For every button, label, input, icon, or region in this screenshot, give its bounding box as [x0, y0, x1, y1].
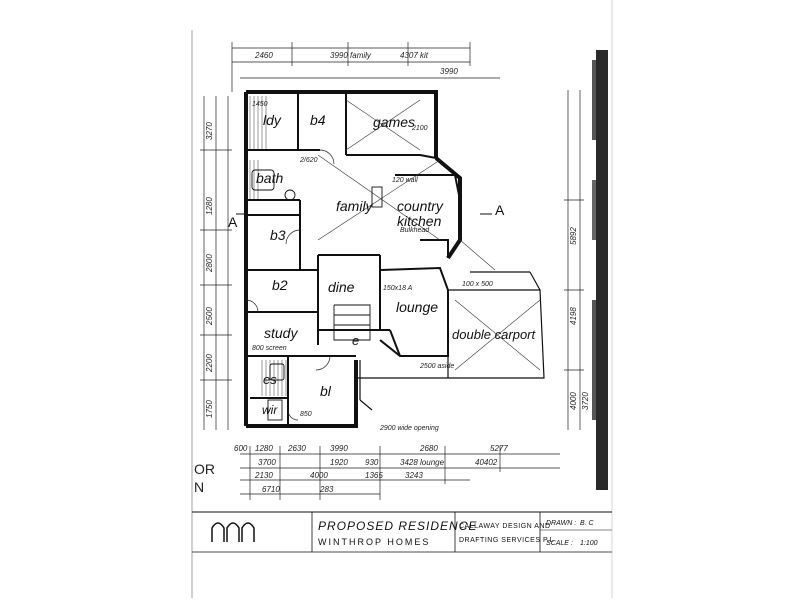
room-games: games — [373, 114, 415, 130]
svg-text:150x18 A: 150x18 A — [383, 285, 413, 292]
room-kitchen: kitchen — [397, 213, 442, 229]
robe-shelf-icon — [267, 399, 283, 421]
ceiling-lines — [317, 99, 541, 371]
bottom-dimension-labels: 600 1280 2630 3990 2680 5277 3700 1920 9… — [234, 444, 508, 494]
title-block-title: PROPOSED RESIDENCE — [318, 519, 477, 533]
carport-outline — [356, 271, 545, 411]
edge-fragment-2: N — [194, 479, 204, 495]
plan-notes: 2/620 1450 2100 120 wall Bulkhead 150x18… — [252, 101, 493, 432]
section-marker-right: A — [495, 202, 505, 218]
top-dimension-labels: 2460 3990 family 4307 kit 3990 — [254, 51, 458, 76]
section-marker-left: A — [228, 214, 238, 230]
toilet-icon — [284, 189, 296, 201]
room-ensuite: es — [263, 372, 277, 387]
dim-bottom-4-1: 283 — [319, 485, 334, 494]
dim-bottom-3-1: 4000 — [310, 471, 328, 480]
dim-bottom-1-4: 2680 — [419, 444, 438, 453]
dim-bottom-1-0: 600 — [234, 444, 248, 453]
room-study: study — [264, 325, 298, 341]
room-b3: b3 — [270, 227, 286, 243]
svg-text:120 wall: 120 wall — [392, 177, 418, 184]
left-dimension-labels: 3270 1280 2800 2500 2200 1750 — [205, 122, 214, 418]
bath-tub-icon — [251, 169, 275, 191]
dim-bottom-2-0: 3700 — [258, 458, 276, 467]
dim-left-5: 2200 — [205, 354, 214, 373]
company-logo-icon — [211, 522, 255, 542]
dim-right-4: 3720 — [581, 392, 590, 410]
svg-text:1450: 1450 — [252, 101, 268, 108]
room-bath: bath — [256, 170, 283, 186]
dim-left-6: 1750 — [205, 400, 214, 418]
fixtures — [251, 169, 383, 421]
right-dimension-lines — [564, 90, 584, 430]
dim-top-3: 4307 kit — [400, 51, 429, 60]
dim-top-2: 3990 family — [330, 51, 372, 60]
outer-walls — [244, 90, 462, 428]
dim-bottom-2-1: 1920 — [330, 458, 348, 467]
ensuite-shower-icon — [269, 363, 285, 381]
svg-text:100 x 500: 100 x 500 — [462, 281, 493, 288]
section-markers: A A — [228, 202, 505, 230]
title-block: PROPOSED RESIDENCE WINTHROP HOMES CALLAW… — [192, 511, 612, 553]
room-dine: dine — [328, 279, 355, 295]
dim-left-4: 2500 — [205, 307, 214, 326]
title-block-drawn-value: B. C — [580, 520, 595, 527]
title-block-drawn-label: DRAWN : — [546, 520, 576, 527]
svg-text:2100: 2100 — [411, 125, 428, 132]
dim-bottom-2-3: 3428 lounge — [400, 458, 445, 467]
svg-text:2/620: 2/620 — [299, 157, 318, 164]
bottom-dimension-lines — [240, 446, 560, 500]
room-b4: b4 — [310, 112, 326, 128]
room-b2: b2 — [272, 277, 288, 293]
dim-left-3: 2800 — [205, 254, 214, 273]
dim-left-2: 1280 — [205, 197, 214, 215]
room-wir: wir — [262, 403, 278, 417]
scan-shadow-strip — [592, 50, 608, 490]
dim-bottom-4-0: 6710 — [262, 485, 280, 494]
dim-bottom-1-5: 5277 — [490, 444, 508, 453]
svg-text:800 screen: 800 screen — [252, 345, 287, 352]
svg-text:850: 850 — [300, 411, 312, 418]
left-dimension-lines — [200, 96, 232, 430]
floor-plan: 2/620 1450 2100 120 wall Bulkhead 150x18… — [244, 90, 545, 432]
room-entry: e — [352, 333, 359, 348]
title-block-scale-label: SCALE : — [546, 540, 573, 547]
room-ldy: ldy — [263, 112, 282, 128]
room-bedroom1: bl — [320, 383, 332, 399]
dim-bottom-3-0: 2130 — [254, 471, 273, 480]
title-block-subtitle: WINTHROP HOMES — [318, 537, 430, 547]
dim-bottom-1-3: 3990 — [330, 444, 348, 453]
top-dimension-lines — [231, 42, 500, 92]
wet-area-hatching — [249, 96, 287, 396]
edge-fragment-1: OR — [194, 461, 215, 477]
dim-top-1: 2460 — [254, 51, 273, 60]
room-country: country — [397, 198, 444, 214]
room-labels: ldy b4 games bath family country kitchen… — [256, 112, 536, 417]
title-block-firm-line1: CALLAWAY DESIGN AND — [459, 523, 551, 530]
room-lounge: lounge — [396, 299, 438, 315]
door-swings — [245, 149, 335, 421]
dim-left-1: 3270 — [205, 122, 214, 140]
dim-bottom-2-4: 40402 — [475, 458, 498, 467]
dim-right-3: 4000 — [569, 392, 578, 410]
dim-top-4: 3990 — [440, 67, 458, 76]
title-block-firm-line2: DRAFTING SERVICES P.L — [459, 537, 554, 544]
stair-post-icon — [371, 186, 383, 208]
title-block-scale-value: 1:100 — [580, 540, 598, 547]
room-double-carport: double carport — [452, 327, 536, 342]
dim-bottom-1-1: 1280 — [255, 444, 273, 453]
dim-right-2: 4198 — [569, 307, 578, 325]
svg-text:2900 wide opening: 2900 wide opening — [379, 425, 439, 432]
dim-bottom-2-2: 930 — [365, 458, 379, 467]
right-dimension-labels: 5892 4198 4000 3720 — [569, 227, 590, 410]
room-family: family — [336, 198, 374, 214]
dim-bottom-1-2: 2630 — [287, 444, 306, 453]
svg-text:Bulkhead: Bulkhead — [400, 227, 430, 234]
dim-bottom-3-3: 3243 — [405, 471, 423, 480]
dim-bottom-3-2: 1365 — [365, 471, 383, 480]
dim-right-1: 5892 — [569, 227, 578, 245]
svg-text:2500 aside: 2500 aside — [419, 363, 454, 370]
